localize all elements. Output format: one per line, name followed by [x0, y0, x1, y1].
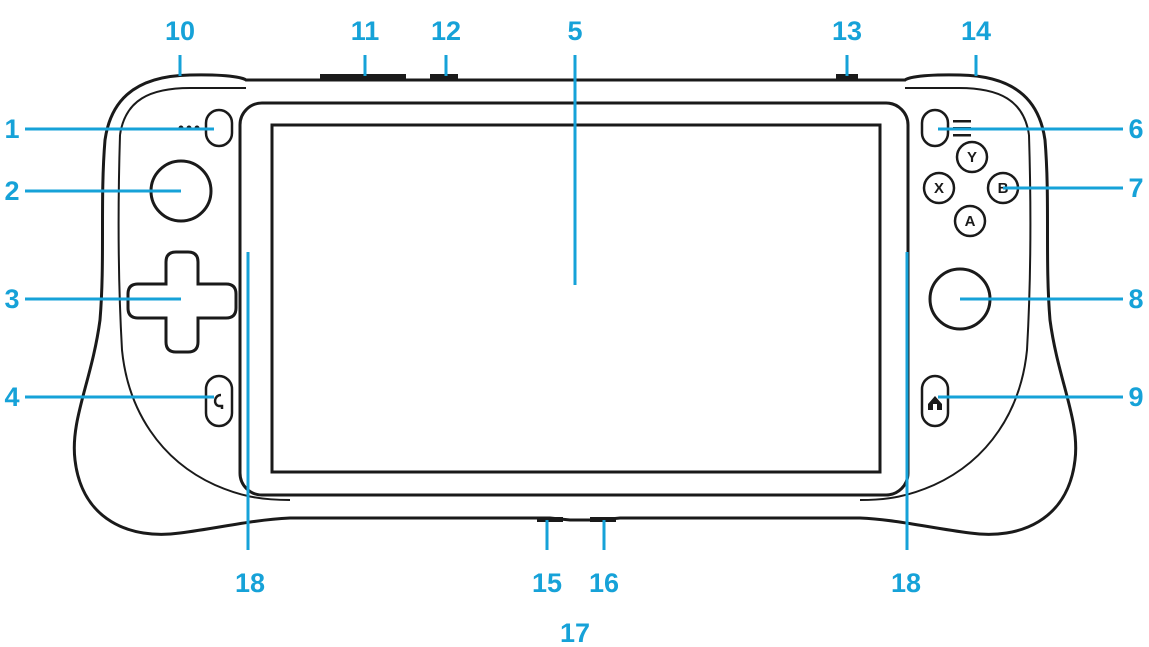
bottom-port-right [590, 517, 616, 522]
callout-9: 9 [1128, 382, 1143, 412]
callout-7: 7 [1128, 173, 1143, 203]
power-button [430, 74, 458, 82]
callout-5: 5 [567, 16, 582, 46]
y-button-label: Y [967, 149, 977, 166]
callout-12: 12 [431, 16, 461, 46]
back-button [204, 374, 234, 428]
a-button [953, 204, 987, 238]
callout-8: 8 [1128, 284, 1143, 314]
left-grip-contour [117, 134, 291, 501]
callout-3: 3 [4, 284, 19, 314]
callout-15: 15 [532, 568, 562, 598]
callout-6: 6 [1128, 114, 1143, 144]
callout-1: 1 [4, 114, 19, 144]
d-pad [126, 250, 238, 354]
home-icon [928, 396, 942, 410]
volume-rocker [320, 74, 406, 82]
bottom-port-left [537, 517, 563, 522]
a-button-label: A [965, 213, 976, 230]
back-arrow-icon [213, 393, 224, 409]
x-button-label: X [934, 180, 944, 197]
audio-jack [836, 74, 858, 82]
callout-16: 16 [589, 568, 619, 598]
callout-2: 2 [4, 176, 19, 206]
callout-leader-lines [25, 55, 1123, 550]
right-grip-contour [859, 134, 1032, 501]
callout-18-right: 18 [891, 568, 921, 598]
x-button [922, 171, 956, 205]
callout-11: 11 [351, 16, 380, 46]
callout-13: 13 [832, 16, 862, 46]
callout-10: 10 [165, 16, 195, 46]
callout-17: 17 [560, 618, 590, 647]
callout-4: 4 [4, 382, 19, 412]
callout-14: 14 [961, 16, 991, 46]
top-contour [119, 87, 1030, 136]
callout-18-left: 18 [235, 568, 265, 598]
y-button [955, 140, 989, 174]
